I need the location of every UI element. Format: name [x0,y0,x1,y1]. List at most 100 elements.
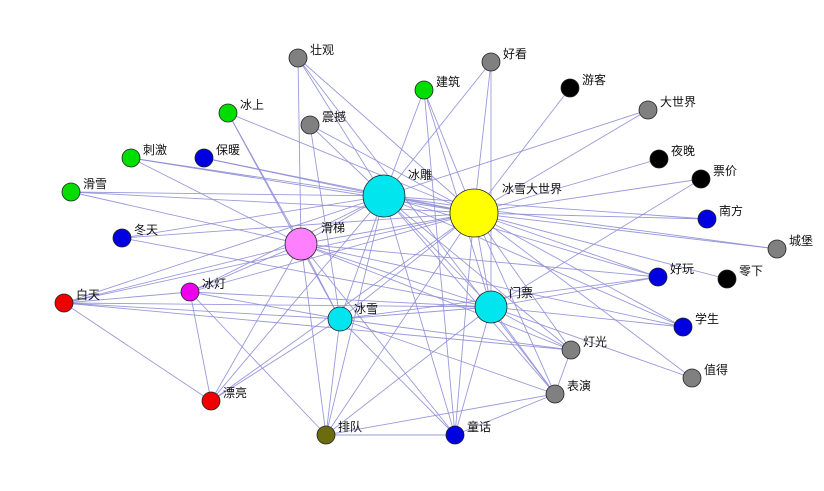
edge-bingxue-bingdeng [189,291,341,320]
edge-bingdiao-dashijie [383,109,649,197]
node-zhide [682,368,702,388]
node-label-piaojia: 票价 [713,164,737,178]
edge-bingdiao-paidui [325,195,385,436]
edge-huati-baitian [63,243,302,304]
node-label-baonuan: 保暖 [216,143,240,157]
node-label-biaoyan: 表演 [567,378,591,393]
edge-bingxue-piaoliang [210,318,341,402]
node-label-bingxue: 冰雪 [354,302,378,316]
edge-bingdiao-dongtian [121,195,385,239]
edge-menpiao-dongtian [121,237,492,308]
node-label-zhenhan: 震撼 [322,110,346,124]
node-label-zhuangguan: 壮观 [310,43,334,57]
edge-bingxuedashijie-bingshang [227,112,475,214]
node-label-xuesheng: 学生 [695,311,719,326]
node-huati [284,227,318,261]
node-bingshang [218,103,238,123]
edge-bingxuedashijie-zhide [473,212,693,379]
edge-baitian-dengguang [63,302,572,351]
node-dongtian [112,228,132,248]
node-bingdeng [180,282,200,302]
node-bingdiao [362,174,406,218]
edge-bingxuedashijie-piaojia [473,178,702,214]
edge-menpiao-zhide [490,306,693,379]
edge-bingdiao-huaxue [70,191,385,197]
node-piaojia [691,169,711,189]
node-label-haokan: 好看 [503,47,527,61]
edge-bingxuedashijie-chengbao [473,212,778,250]
edge-menpiao-paidui [325,306,492,436]
node-paidui [316,425,336,445]
node-label-ciji: 刺激 [143,143,167,157]
edge-menpiao-tonghua [454,306,492,436]
edge-huati-haowan [300,243,659,278]
node-label-dongtian: 冬天 [134,222,158,237]
node-label-dengguang: 灯光 [583,335,607,349]
node-label-yewan: 夜晚 [671,143,695,158]
edge-huati-bingdeng [189,243,302,293]
node-label-haowan: 好玩 [670,262,694,276]
node-label-bingdeng: 冰灯 [202,277,226,291]
node-label-chengbao: 城堡 [789,233,813,248]
edge-bingxuedashijie-lingxia [473,212,728,280]
label-layer: 壮观好看游客建筑大世界冰上震撼刺激保暖夜晚票价滑雪冰雕冰雪大世界南方冬天滑梯城堡… [76,43,813,434]
edge-bingdiao-haowan [383,195,659,278]
edge-menpiao-bingdeng [189,291,492,308]
node-label-bingshang: 冰上 [240,98,264,112]
edge-huati-paidui [300,243,327,436]
node-label-tonghua: 童话 [467,419,491,434]
node-baitian [54,293,74,313]
edge-baitian-piaoliang [63,302,212,402]
edge-bingdiao-haokan [383,61,492,197]
edge-bingdiao-ciji [130,157,385,197]
node-label-jianzhu: 建筑 [436,74,460,89]
edge-bingdiao-xuesheng [383,195,684,328]
edge-bingdiao-baitian [63,195,385,304]
node-chengbao [767,239,787,259]
node-bingxue [327,306,353,332]
edge-bingxuedashijie-haowan [473,212,659,278]
edge-bingxuedashijie-tonghua [454,212,475,436]
edge-bingdiao-biaoyan [383,195,556,395]
node-label-baitian: 白天 [76,287,100,302]
edge-bingdeng-baitian [63,291,191,304]
edge-bingdiao-zhuangguan [297,57,385,197]
edge-bingdiao-menpiao [383,195,492,308]
node-yewan [649,149,669,169]
node-baonuan [194,148,214,168]
node-label-lingxia: 零下 [739,264,763,278]
edge-menpiao-piaojia [490,178,702,308]
edge-bingdeng-paidui [189,291,327,436]
node-lingxia [717,269,737,289]
edge-bingdiao-baonuan [203,157,385,197]
edge-menpiao-bingxue [339,306,492,320]
node-huaxue [61,182,81,202]
node-menpiao [474,290,508,324]
edge-bingxuedashijie-yewan [473,158,660,214]
node-tonghua [445,425,465,445]
edge-bingdiao-nanfang [383,195,708,220]
edge-bingxuedashijie-zhuangguan [297,57,475,214]
edge-bingxuedashijie-zhenhan [309,124,475,214]
edge-huati-piaoliang [210,243,302,402]
node-label-bingdiao: 冰雕 [408,167,432,182]
edge-bingdiao-chengbao [383,195,778,250]
edge-jianzhu-tonghua [423,89,456,436]
edge-huati-xuesheng [300,243,684,328]
node-jianzhu [414,80,434,100]
node-label-nanfang: 南方 [719,203,743,218]
node-label-menpiao: 门票 [509,285,533,300]
edge-bingxuedashijie-bingxue [339,212,475,320]
edge-bingxuedashijie-dongtian [121,212,475,239]
edge-huati-huaxue [70,191,302,245]
edge-bingxuedashijie-huati [300,212,475,245]
edge-bingxue-zhenhan [309,124,341,320]
node-label-piaoliang: 漂亮 [223,385,247,400]
edge-bingxuedashijie-youke [473,87,571,214]
edge-bingxuedashijie-ciji [130,157,475,214]
node-bingxuedashijie [449,188,499,238]
node-xuesheng [673,317,693,337]
node-youke [560,78,580,98]
edge-bingdiao-tonghua [383,195,456,436]
